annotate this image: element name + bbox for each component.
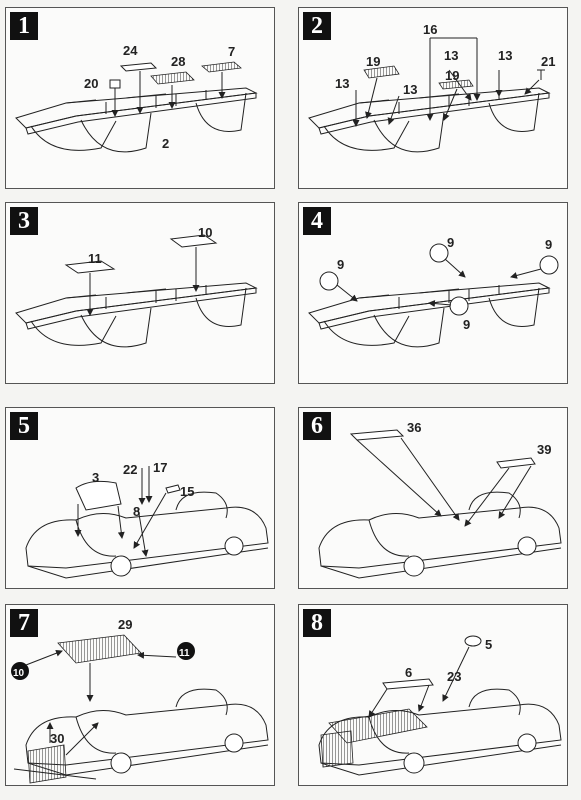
- marker-label: 11: [179, 648, 190, 659]
- part-19: [363, 65, 400, 79]
- step-1-illustration: 24 28 7 20 2: [15, 43, 257, 153]
- part-label: 39: [537, 442, 551, 457]
- step-number-badge: 6: [303, 412, 331, 440]
- step-3-panel: 3 11 10: [5, 202, 275, 384]
- part-20: [109, 79, 121, 89]
- step-number-badge: 3: [10, 207, 38, 235]
- part-label: 13: [403, 82, 417, 97]
- step-7-illustration: 10 11 29 30: [11, 617, 269, 784]
- part-label: 19: [445, 68, 459, 83]
- step-8-panel: 8 5 6 23: [298, 604, 568, 786]
- part-label: 30: [50, 731, 64, 746]
- part-3-seat: [75, 480, 122, 511]
- part-5-steering-wheel: [464, 635, 482, 647]
- part-label: 15: [180, 484, 194, 499]
- step-number-badge: 1: [10, 12, 38, 40]
- part-label: 9: [463, 317, 470, 332]
- part-label: 9: [545, 237, 552, 252]
- part-24: [119, 62, 158, 72]
- part-label: 11: [88, 251, 102, 266]
- hood-assembly: [320, 708, 428, 768]
- step-4-panel: 4 9 9 9 9: [298, 202, 568, 384]
- part-label: 2: [162, 136, 169, 151]
- part-36: [349, 429, 405, 441]
- part-21: [537, 69, 545, 80]
- step-7-panel: 7 10 11 29 30: [5, 604, 275, 786]
- part-label: 19: [366, 54, 380, 69]
- marker-label: 10: [13, 668, 25, 679]
- part-label: 22: [123, 462, 137, 477]
- part-19: [438, 79, 474, 90]
- part-30-grille: [13, 744, 97, 784]
- part-label: 13: [335, 76, 349, 91]
- part-7: [201, 61, 242, 73]
- step-5-illustration: 3 22 17 15 8: [25, 460, 269, 579]
- wheel-part-9: [429, 243, 449, 263]
- car-body-drawing: [25, 491, 269, 579]
- chassis-drawing: [15, 282, 257, 348]
- step-5-panel: 5 3 22 17 15 8: [5, 407, 275, 589]
- part-29-hood: [57, 634, 142, 664]
- chassis-drawing: [15, 87, 257, 153]
- wheel-part-9: [539, 255, 559, 275]
- step-number-badge: 2: [303, 12, 331, 40]
- step-3-illustration: 11 10: [15, 225, 257, 348]
- sub-assembly-marker: [11, 662, 29, 680]
- step-8-illustration: 5 6 23: [318, 635, 562, 776]
- step-number-badge: 5: [10, 412, 38, 440]
- part-label: 20: [84, 76, 98, 91]
- part-label: 24: [123, 43, 138, 58]
- step-2-illustration: 16 13 13 13 19 19 13 21: [308, 22, 555, 153]
- part-label: 36: [407, 420, 421, 435]
- part-label: 7: [228, 44, 235, 59]
- wheel-part-9: [449, 296, 469, 316]
- part-label: 5: [485, 637, 492, 652]
- step-6-illustration: 36 39: [318, 420, 562, 579]
- wheel-part-9: [319, 271, 339, 291]
- part-label: 23: [447, 669, 461, 684]
- part-label: 9: [447, 235, 454, 250]
- chassis-drawing: [308, 87, 550, 153]
- step-6-panel: 6 36 39: [298, 407, 568, 589]
- step-2-panel: 2 16 13 13 13 19 19 13 21: [298, 7, 568, 189]
- part-28: [150, 71, 195, 85]
- part-label: 13: [498, 48, 512, 63]
- chassis-drawing: [308, 282, 550, 348]
- part-label: 10: [198, 225, 212, 240]
- part-39: [496, 457, 536, 469]
- part-label: 29: [118, 617, 132, 632]
- part-label: 17: [153, 460, 167, 475]
- part-11: [64, 260, 116, 274]
- part-6: [382, 678, 434, 690]
- part-15: [165, 484, 181, 494]
- step-4-illustration: 9 9 9 9: [308, 235, 559, 348]
- part-label: 6: [405, 665, 412, 680]
- step-number-badge: 8: [303, 609, 331, 637]
- sub-assembly-marker: [177, 642, 195, 660]
- car-body-drawing: [318, 491, 562, 579]
- part-label: 8: [133, 504, 140, 519]
- part-label: 28: [171, 54, 185, 69]
- step-number-badge: 4: [303, 207, 331, 235]
- step-number-badge: 7: [10, 609, 38, 637]
- part-label: 9: [337, 257, 344, 272]
- part-label: 3: [92, 470, 99, 485]
- part-label: 16: [423, 22, 437, 37]
- part-label: 13: [444, 48, 458, 63]
- part-10: [169, 234, 218, 248]
- part-label: 21: [541, 54, 555, 69]
- step-1-panel: 1 24 28 7 20 2: [5, 7, 275, 189]
